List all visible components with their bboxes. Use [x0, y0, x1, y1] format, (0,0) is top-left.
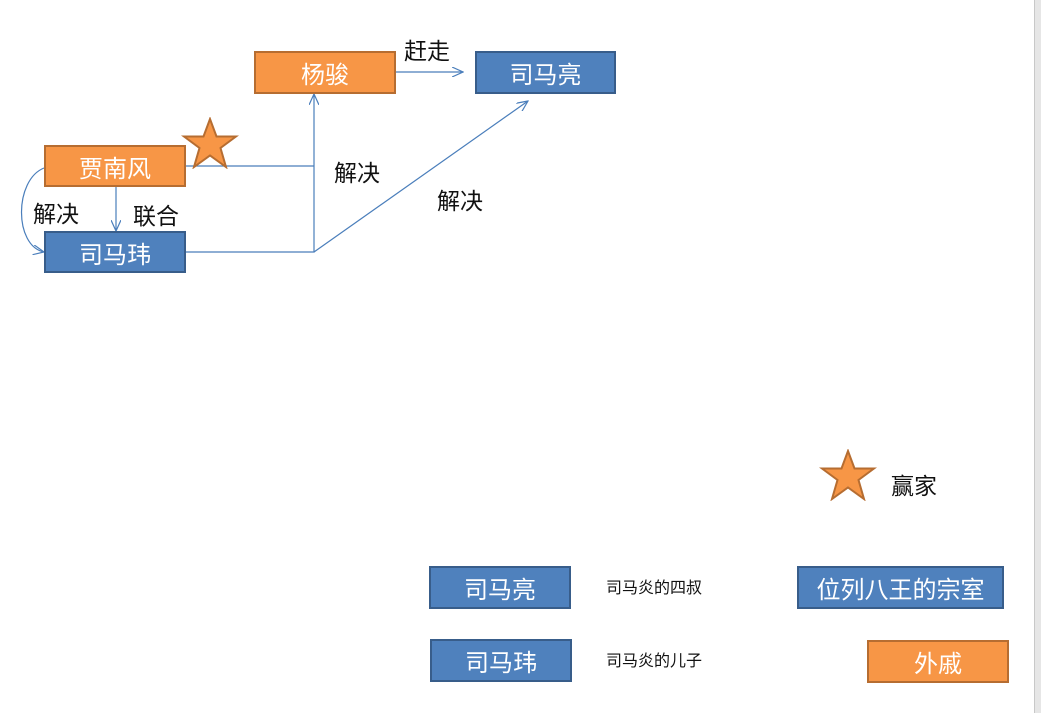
- node-yang-jun: 杨骏: [254, 51, 396, 94]
- legend-royal-key: 位列八王的宗室: [797, 566, 1004, 609]
- edge-label-ally: 联合: [133, 204, 179, 230]
- legend-sima-wei-note: 司马炎的儿子: [606, 651, 703, 670]
- legend-consort-key: 外戚: [867, 640, 1009, 683]
- node-jia-nanfeng: 贾南风: [44, 145, 186, 187]
- node-sima-wei: 司马玮: [44, 231, 186, 273]
- node-sima-liang: 司马亮: [475, 51, 616, 94]
- edge-wei-to-liang: [313, 101, 528, 253]
- legend-star-icon: [819, 449, 877, 501]
- edge-label-resolve-liang: 解决: [437, 189, 483, 215]
- edge-label-drive-away: 赶走: [404, 39, 450, 65]
- legend-winner-label: 赢家: [891, 474, 937, 500]
- legend-sima-wei: 司马玮: [430, 639, 572, 682]
- legend-sima-liang-note: 司马炎的四叔: [606, 578, 703, 597]
- window-edge: [1034, 0, 1041, 713]
- edge-jia-to-wei-resolve: [20, 167, 45, 252]
- edge-label-resolve-jun: 解决: [334, 161, 380, 187]
- legend-sima-liang: 司马亮: [429, 566, 571, 609]
- edge-label-resolve-wei: 解决: [33, 202, 79, 228]
- winner-star-icon: [181, 117, 239, 169]
